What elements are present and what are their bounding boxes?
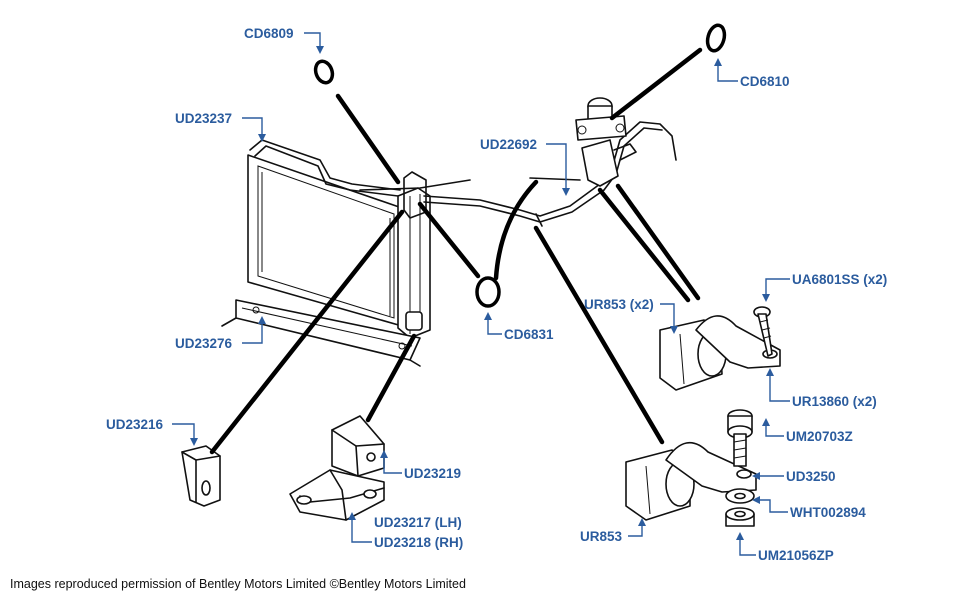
svg-text:UD23216: UD23216 xyxy=(106,417,164,432)
label-ur853-x2: UR853 (x2) xyxy=(584,297,678,334)
clamp-ur853-lower xyxy=(625,442,757,521)
o-ring-cd6810 xyxy=(705,23,727,53)
label-ud23218: UD23218 (RH) xyxy=(348,512,463,550)
label-wht002894: WHT002894 xyxy=(752,496,866,520)
label-cd6831: CD6831 xyxy=(484,312,554,342)
rubber-mount-ud23219 xyxy=(331,415,385,477)
label-cd6809: CD6809 xyxy=(244,26,324,54)
receiver-drier xyxy=(575,97,637,187)
svg-text:UR853: UR853 xyxy=(580,529,623,544)
svg-text:CD6831: CD6831 xyxy=(504,327,554,342)
washer-wht002894 xyxy=(725,488,755,504)
condenser-assembly xyxy=(221,139,431,367)
svg-text:UD23218 (RH): UD23218 (RH) xyxy=(374,535,463,550)
label-ud23237: UD23237 xyxy=(175,111,266,142)
label-um21056zp: UM21056ZP xyxy=(736,532,834,563)
svg-text:UA6801SS (x2): UA6801SS (x2) xyxy=(792,272,887,287)
svg-text:UM20703Z: UM20703Z xyxy=(786,429,853,444)
label-ur853: UR853 xyxy=(580,518,646,544)
svg-text:UD23219: UD23219 xyxy=(404,466,461,481)
svg-text:UR13860 (x2): UR13860 (x2) xyxy=(792,394,877,409)
bracket-ud23217-ud23218 xyxy=(289,469,385,521)
svg-text:UD22692: UD22692 xyxy=(480,137,537,152)
svg-text:UR853 (x2): UR853 (x2) xyxy=(584,297,654,312)
label-ua6801ss: UA6801SS (x2) xyxy=(762,272,887,302)
svg-text:UD23217 (LH): UD23217 (LH) xyxy=(374,515,462,530)
label-ud23219: UD23219 xyxy=(380,450,461,481)
bracket-ud23216 xyxy=(181,445,221,507)
label-ud23217: UD23217 (LH) xyxy=(374,515,462,530)
svg-text:UD23276: UD23276 xyxy=(175,336,233,351)
nut-um21056zp xyxy=(725,507,755,527)
label-um20703z: UM20703Z xyxy=(762,418,853,444)
svg-text:UM21056ZP: UM21056ZP xyxy=(758,548,834,563)
label-ud23216: UD23216 xyxy=(106,417,198,446)
svg-text:CD6809: CD6809 xyxy=(244,26,294,41)
svg-text:CD6810: CD6810 xyxy=(740,74,790,89)
label-ur13860: UR13860 (x2) xyxy=(766,368,877,409)
o-ring-cd6809 xyxy=(313,59,335,85)
copyright-credit: Images reproduced permission of Bentley … xyxy=(10,577,466,591)
o-ring-cd6831 xyxy=(475,276,501,308)
clamp-ur853-upper xyxy=(659,315,781,391)
svg-text:WHT002894: WHT002894 xyxy=(790,505,866,520)
label-cd6810: CD6810 xyxy=(714,58,790,89)
svg-text:UD23237: UD23237 xyxy=(175,111,232,126)
bolt-um20703z xyxy=(727,409,753,467)
label-ud23276: UD23276 xyxy=(175,316,266,351)
label-ud3250: UD3250 xyxy=(752,469,836,484)
screw-ua6801ss xyxy=(753,306,773,357)
label-ud22692: UD22692 xyxy=(480,137,570,196)
callout-lines xyxy=(209,47,703,455)
svg-text:UD3250: UD3250 xyxy=(786,469,836,484)
